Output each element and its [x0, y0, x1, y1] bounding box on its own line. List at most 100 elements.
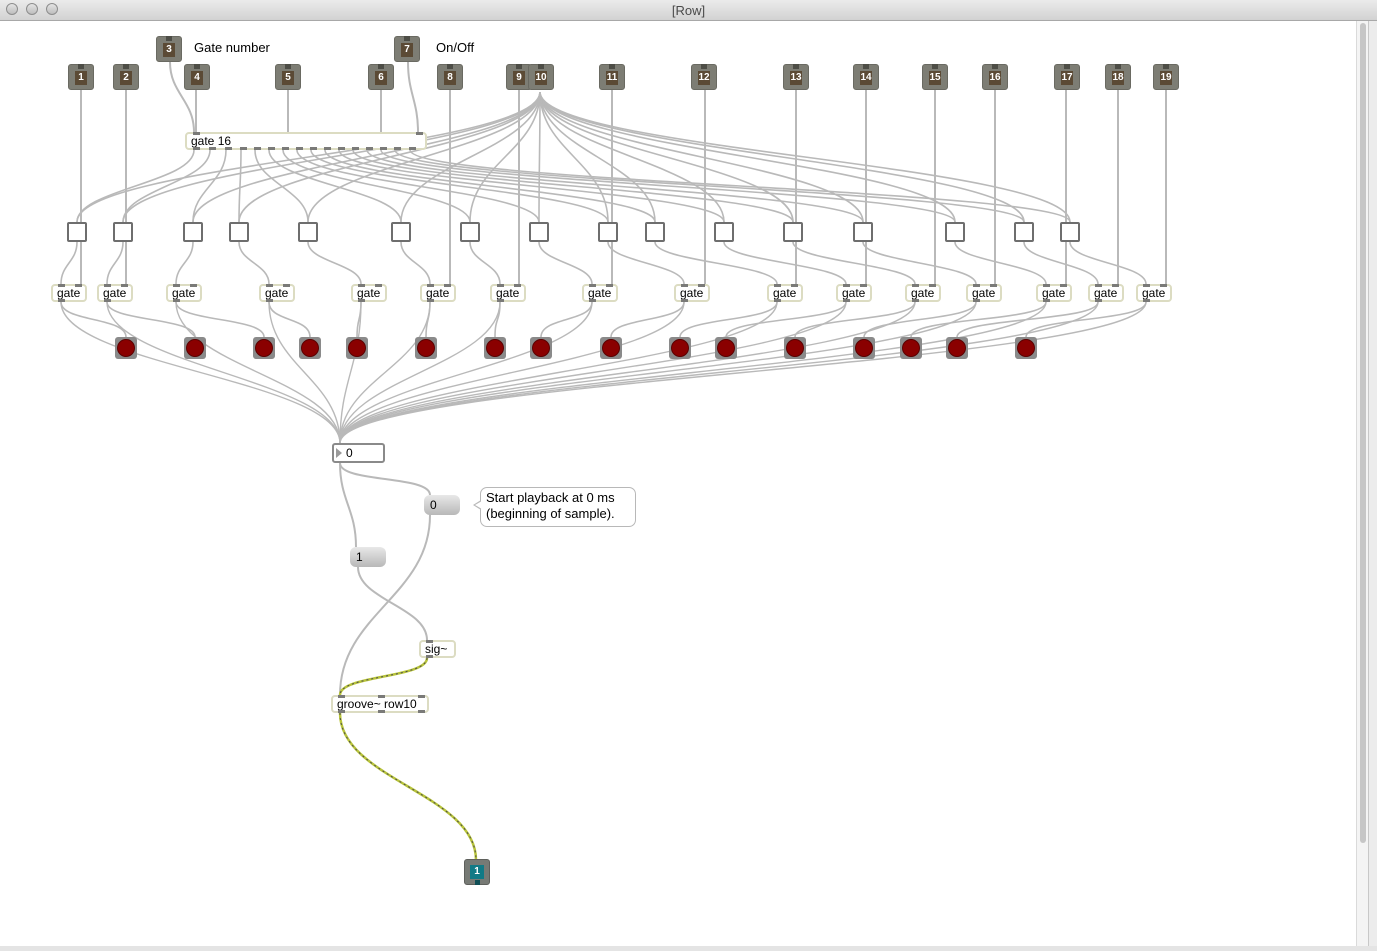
patch-cord: [307, 241, 362, 285]
inlet-15[interactable]: 15: [922, 64, 948, 90]
led-9[interactable]: [600, 337, 622, 359]
patch-cord: [324, 149, 656, 223]
inlet-6[interactable]: 6: [368, 64, 394, 90]
gate-object-3[interactable]: gate: [166, 284, 202, 302]
zoom-button[interactable]: [46, 3, 58, 15]
patch-cord: [339, 462, 431, 496]
number-box[interactable]: 0: [332, 443, 385, 463]
inlet-16[interactable]: 16: [982, 64, 1008, 90]
inlet-19[interactable]: 19: [1153, 64, 1179, 90]
gate-object-4[interactable]: gate: [259, 284, 295, 302]
led-14[interactable]: [900, 337, 922, 359]
toggle-14[interactable]: [945, 222, 965, 242]
inlet-7[interactable]: 7: [394, 36, 420, 62]
patch-cord: [540, 301, 593, 338]
toggle-15[interactable]: [1014, 222, 1034, 242]
patch-cord: [862, 241, 977, 285]
led-7[interactable]: [484, 337, 506, 359]
gate-text: gate: [172, 286, 196, 300]
groove-object[interactable]: groove~ row10: [331, 695, 429, 713]
inlet-5[interactable]: 5: [275, 64, 301, 90]
gate-text: gate: [588, 286, 612, 300]
gate-text: gate: [680, 286, 704, 300]
scrollbar-thumb[interactable]: [1360, 23, 1366, 843]
inlet-11[interactable]: 11: [599, 64, 625, 90]
led-15[interactable]: [946, 337, 968, 359]
toggle-1[interactable]: [67, 222, 87, 242]
toggle-8[interactable]: [529, 222, 549, 242]
gate16-object[interactable]: gate 16: [185, 132, 427, 150]
patch-cord: [106, 301, 341, 444]
inlet-9[interactable]: 9: [506, 64, 532, 90]
outlet-1[interactable]: 1: [464, 859, 490, 885]
gate-object-11[interactable]: gate: [836, 284, 872, 302]
patcher-canvas[interactable]: [0, 21, 1356, 946]
gate-object-15[interactable]: gate: [1088, 284, 1124, 302]
vertical-scrollbar[interactable]: [1356, 21, 1369, 946]
patch-cord: [60, 241, 78, 285]
inlet-13[interactable]: 13: [783, 64, 809, 90]
patch-cord: [469, 241, 501, 285]
toggle-7[interactable]: [460, 222, 480, 242]
toggle-10[interactable]: [645, 222, 665, 242]
gate-object-5[interactable]: gate: [351, 284, 387, 302]
led-6[interactable]: [415, 337, 437, 359]
led-3[interactable]: [253, 337, 275, 359]
gate-object-10[interactable]: gate: [767, 284, 803, 302]
toggle-16[interactable]: [1060, 222, 1080, 242]
toggle-5[interactable]: [298, 222, 318, 242]
inlet-17[interactable]: 17: [1054, 64, 1080, 90]
patch-cord: [539, 91, 956, 223]
toggle-3[interactable]: [183, 222, 203, 242]
inlet-4[interactable]: 4: [184, 64, 210, 90]
background-window-edge: [1368, 21, 1377, 946]
gate-object-7[interactable]: gate: [490, 284, 526, 302]
toggle-4[interactable]: [229, 222, 249, 242]
inlet-1[interactable]: 1: [68, 64, 94, 90]
led-2[interactable]: [184, 337, 206, 359]
led-4[interactable]: [299, 337, 321, 359]
led-5[interactable]: [346, 337, 368, 359]
gate-object-8[interactable]: gate: [582, 284, 618, 302]
gate-object-2[interactable]: gate: [97, 284, 133, 302]
patch-cord: [400, 241, 431, 285]
inlet-3[interactable]: 3: [156, 36, 182, 62]
patch-cord: [339, 301, 1147, 444]
led-13[interactable]: [853, 337, 875, 359]
inlet-18[interactable]: 18: [1105, 64, 1131, 90]
gate-object-6[interactable]: gate: [420, 284, 456, 302]
gate-object-13[interactable]: gate: [966, 284, 1002, 302]
close-button[interactable]: [6, 3, 18, 15]
gate-object-1[interactable]: gate: [51, 284, 87, 302]
toggle-2[interactable]: [113, 222, 133, 242]
inlet-10[interactable]: 10: [528, 64, 554, 90]
toggle-12[interactable]: [783, 222, 803, 242]
gate-object-14[interactable]: gate: [1036, 284, 1072, 302]
led-16[interactable]: [1015, 337, 1037, 359]
toggle-13[interactable]: [853, 222, 873, 242]
inlet-14[interactable]: 14: [853, 64, 879, 90]
sig-object[interactable]: sig~: [419, 640, 456, 658]
patch-cord: [175, 301, 265, 338]
led-10[interactable]: [669, 337, 691, 359]
patch-cord: [400, 91, 541, 223]
gate-object-12[interactable]: gate: [905, 284, 941, 302]
inlet-12[interactable]: 12: [691, 64, 717, 90]
led-1[interactable]: [115, 337, 137, 359]
led-12[interactable]: [784, 337, 806, 359]
toggle-9[interactable]: [598, 222, 618, 242]
patch-cord: [175, 301, 341, 444]
led-8[interactable]: [530, 337, 552, 359]
gate-object-9[interactable]: gate: [674, 284, 710, 302]
patch-cord: [268, 149, 402, 223]
toggle-11[interactable]: [714, 222, 734, 242]
toggle-6[interactable]: [391, 222, 411, 242]
led-11[interactable]: [715, 337, 737, 359]
message-one[interactable]: 1: [350, 547, 386, 567]
gate-object-16[interactable]: gate: [1136, 284, 1172, 302]
minimize-button[interactable]: [26, 3, 38, 15]
inlet-2[interactable]: 2: [113, 64, 139, 90]
message-zero[interactable]: 0: [424, 495, 460, 515]
patch-cord: [539, 91, 609, 223]
inlet-8[interactable]: 8: [437, 64, 463, 90]
